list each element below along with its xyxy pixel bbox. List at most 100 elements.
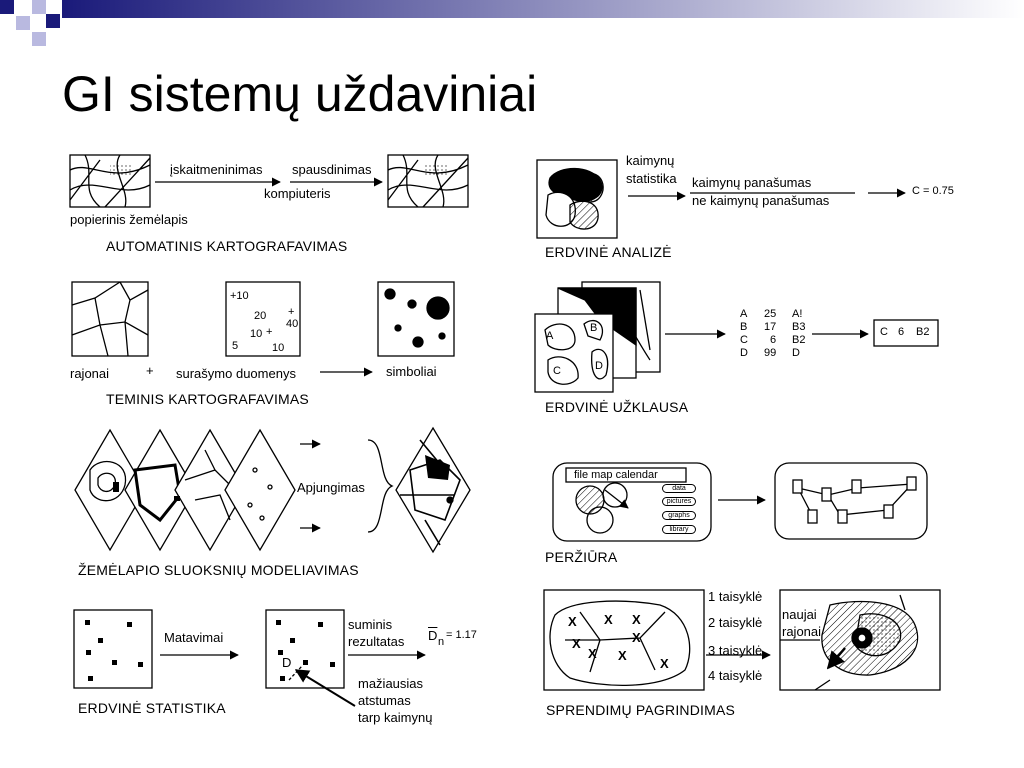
computer-label: kompiuteris [264,186,331,201]
caption-spatial-statistics: ERDVINĖ STATISTIKA [78,700,226,716]
merge-label: Apjungimas [297,480,365,495]
regions-map [71,281,149,357]
point-pattern [85,620,143,681]
census-value: +10 [230,290,249,302]
min-distance-label-2: atstumas [358,693,411,708]
census-value: + [266,326,273,338]
regions-label: rajonai [70,366,110,381]
census-value: 5 [232,340,239,352]
rule-label: 4 taisyklė [708,668,763,683]
dn-subscript: n [438,636,445,648]
census-value: 10 [272,342,285,354]
x-mark: X [632,612,641,627]
query-map-stack [534,281,661,393]
symbols-label: simboliai [386,364,437,379]
browse-window [552,462,712,542]
caption-thematic-cartography: TEMINIS KARTOGRAFAVIMAS [106,391,309,407]
query-table-cell: C [740,334,748,346]
census-values-box [225,281,301,357]
page-title: GI sistemų uždaviniai [62,66,538,122]
x-mark: X [568,614,577,629]
digitizing-label: įskaitmeninimas [170,162,263,177]
banner-gradient-bar [62,0,1024,18]
browse-button-library[interactable]: library [662,525,696,534]
paper-map-label: popierinis žemėlapis [70,212,188,227]
banner-square-dark [0,0,14,14]
caption-browse: PERŽIŪRA [545,549,618,565]
query-result-box [873,319,939,347]
polygon-label: A [546,330,554,342]
banner-square-light [32,32,46,46]
browse-button-data[interactable]: data [662,484,696,493]
sum-result-label-2: rezultatas [348,634,405,649]
query-table-cell: 25 [764,308,777,320]
plus-sign: + [146,363,154,378]
query-table-cell: B [740,321,748,333]
banner-square-light [16,16,30,30]
x-mark: X [604,612,613,627]
min-distance-label-3: tarp kaimynų [358,710,433,725]
printing-label: spausdinimas [292,162,372,177]
document-network-box [774,462,928,540]
rule-label: 3 taisyklė [708,643,763,658]
query-result-cell: 6 [898,326,905,338]
caption-spatial-query: ERDVINĖ UŽKLAUSA [545,399,689,415]
arrow [294,669,356,707]
digital-map-illustration [387,154,469,208]
point-pattern-box [73,609,153,689]
caption-decision-support: SPRENDIMŲ PAGRINDIMAS [546,702,736,718]
browse-menu-bar [565,467,687,483]
query-result-cell: C [880,326,888,338]
x-mark: X [588,646,597,661]
caption-layer-modeling: ŽEMĖLAPIO SLUOKSNIŲ MODELIAVIMAS [78,562,359,578]
x-mark: X [572,636,581,651]
census-value: 10 [250,328,263,340]
query-table-cell: 6 [770,334,777,346]
x-mark: X [618,648,627,663]
banner-square-light [32,0,46,14]
query-table-cell: D [740,347,748,359]
layer-diamonds [74,428,296,552]
point-pattern [276,620,335,681]
query-table-cell: 99 [764,347,777,359]
browse-map [575,482,629,534]
browse-button-graphs[interactable]: graphs [662,511,696,520]
merged-diamond [395,426,471,554]
query-table-cell: A! [792,308,803,320]
polygon-label: C [553,365,561,377]
dn-value: = 1.17 [446,629,477,641]
polygon-label: D [595,360,603,372]
census-value: + [288,306,295,318]
query-table-cell: B3 [792,321,806,333]
fraction-denominator: ne kaimynų panašumas [692,193,830,208]
analysis-result: C = 0.75 [912,185,954,197]
distance-d-label: D [282,655,292,670]
banner-square-dark [46,14,60,28]
measurements-label: Matavimai [164,630,224,645]
distance-line [288,665,303,681]
rule-label: 1 taisyklė [708,589,763,604]
min-distance-label-1: mažiausias [358,676,424,691]
polygon-label: B [590,322,598,334]
x-mark: X [660,656,669,671]
paper-map-illustration [69,154,151,208]
census-label: surašymo duomenys [176,366,296,381]
query-table-cell: A [740,308,748,320]
query-result-cell: B2 [916,326,930,338]
query-table-cell: 17 [764,321,777,333]
point-pattern-box [265,609,345,689]
new-regions-label-2: rajonai [782,624,822,639]
census-value: 40 [286,318,299,330]
query-table-cell: D [792,347,800,359]
browse-menu: file map calendar [574,469,658,481]
decision-output-map [779,589,941,691]
browse-button-pictures[interactable]: pictures [662,497,696,506]
query-table-cell: B2 [792,334,806,346]
symbols-map [377,281,455,357]
dn-symbol: D [428,628,438,643]
document-network [792,476,917,524]
rule-label: 2 taisyklė [708,615,763,630]
sum-result-label-1: suminis [348,617,393,632]
neighbor-stat-label-1: kaimynų [626,153,675,168]
